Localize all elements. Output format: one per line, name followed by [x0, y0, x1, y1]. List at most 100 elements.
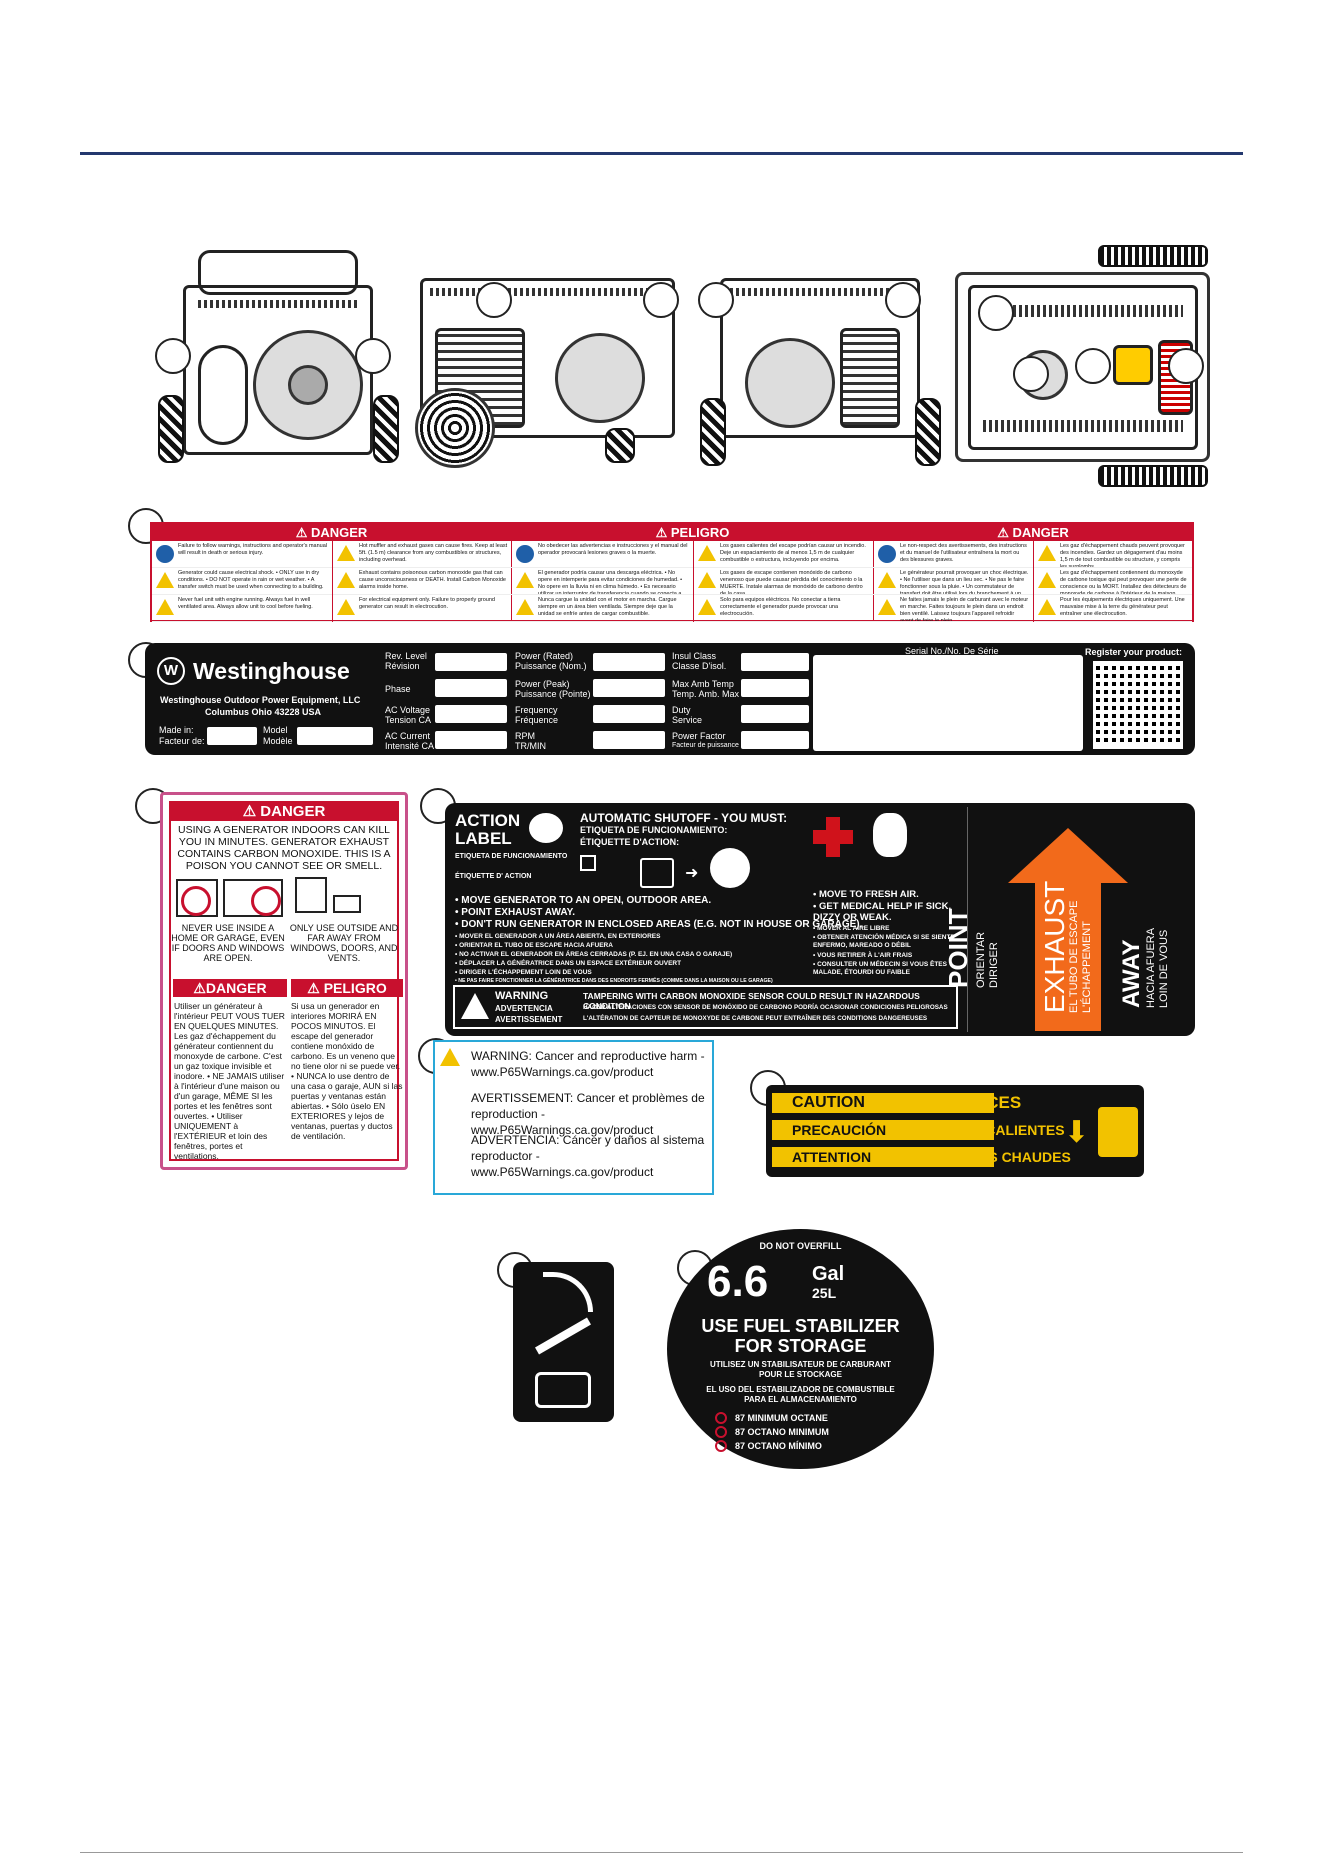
no-hand-icon	[535, 1372, 591, 1408]
westinghouse-logo-icon: W	[157, 657, 185, 685]
co-danger-message: USING A GENERATOR INDOORS CAN KILL YOU I…	[177, 824, 391, 872]
ac-current-box	[435, 731, 507, 749]
fire-warning-icon	[1038, 545, 1056, 561]
es-peligro-header: ⚠ PELIGRO	[291, 979, 403, 997]
ground-warning-icon	[698, 599, 716, 615]
danger-column-english: ⚠ DANGER Failure to follow warnings, ins…	[152, 524, 512, 622]
caution-badge: CAUTION	[772, 1093, 994, 1113]
made-in-box	[207, 727, 257, 745]
rpm-box	[593, 731, 665, 749]
arrow-down-icon: ⬇	[1064, 1116, 1090, 1149]
exhaust-warning-icon	[698, 572, 716, 588]
callout-circle	[885, 282, 921, 318]
serial-box	[813, 655, 1083, 751]
fuel-gallons: 6.6	[707, 1257, 769, 1306]
exhaust-cloud-icon	[710, 848, 750, 888]
exhaust-direction-panel: POINT ORIENTAR DIRIGER EXHAUST EL TUBO D…	[943, 803, 1195, 1036]
model-box	[297, 727, 373, 745]
exhaust-warning-icon	[1038, 572, 1056, 588]
fuel-cap-label: DO NOT OVERFILL 6.6 Gal 25L USE FUEL STA…	[667, 1229, 934, 1469]
exhaust-arrow-icon	[1008, 828, 1128, 883]
point-text: POINT	[943, 908, 973, 988]
danger-column-french: ⚠ DANGER Le non-respect des avertissemen…	[874, 524, 1192, 622]
no-ethanol-icon	[715, 1440, 727, 1452]
callout-circle	[978, 295, 1014, 331]
manual-icon	[516, 545, 534, 563]
ground-warning-icon	[1038, 599, 1056, 615]
arrow-right-icon: ➜	[685, 865, 699, 882]
callout-circle	[698, 282, 734, 318]
footer-rule	[80, 1852, 1243, 1853]
danger-header-fr: ⚠ DANGER	[874, 524, 1192, 541]
manual-icon	[878, 545, 896, 563]
hot-surfaces-caution-label: CAUTION PRECAUCIÓN ATTENTION HOT SURFACE…	[766, 1085, 1144, 1177]
callout-circle	[355, 338, 391, 374]
co-warning-icon	[529, 813, 563, 843]
manual-icon	[156, 545, 174, 563]
dizzy-face-icon	[873, 813, 907, 857]
fuel-warning-icon	[878, 599, 896, 615]
first-aid-cross-icon	[813, 817, 853, 857]
fuel-warning-icon	[156, 599, 174, 615]
power-factor-box	[741, 731, 809, 749]
generator-outside-icon	[333, 895, 361, 913]
register-text: Register your product:	[1085, 647, 1183, 657]
choke-lever-icon	[535, 1317, 591, 1355]
sensor-warning-bar: WARNING ADVERTENCIA AVERTISSEMENT TAMPER…	[453, 985, 958, 1029]
no-indoor-icon	[181, 886, 211, 916]
no-ethanol-icon	[715, 1412, 727, 1424]
shock-warning-icon	[516, 572, 534, 588]
curved-arrow-icon	[543, 1272, 593, 1312]
no-garage-icon	[251, 886, 281, 916]
fuel-warning-icon	[516, 599, 534, 615]
insul-class-box	[741, 653, 809, 671]
warning-triangle-icon	[440, 1048, 460, 1066]
fr-text: Utiliser un générateur à l'intérieur PEU…	[174, 1001, 285, 1161]
only-text: ONLY USE OUTSIDE AND FAR AWAY FROM WINDO…	[289, 923, 399, 963]
serial-title: Serial No./No. De Série	[905, 646, 999, 656]
callout-circle	[1013, 356, 1049, 392]
fr-danger-header: ⚠DANGER	[173, 979, 287, 997]
peligro-header: ⚠ PELIGRO	[512, 524, 873, 541]
action-label: ACTION LABEL ETIQUETA DE FUNCIONAMIENTO …	[445, 803, 1195, 1036]
callout-circle	[1075, 348, 1111, 384]
choke-label	[513, 1262, 614, 1422]
danger-header: ⚠ DANGER	[152, 524, 511, 541]
co-danger-header: ⚠ DANGER	[171, 803, 397, 821]
frequency-box	[593, 705, 665, 723]
house-icon	[580, 855, 596, 871]
rating-plate: W Westinghouse Westinghouse Outdoor Powe…	[145, 643, 1195, 755]
callout-circle	[1168, 348, 1204, 384]
prop65-warning-label: WARNING: Cancer and reproductive harm - …	[433, 1040, 714, 1195]
ground-warning-icon	[337, 599, 355, 615]
co-danger-label: ⚠ DANGER USING A GENERATOR INDOORS CAN K…	[160, 792, 408, 1170]
callout-circle	[643, 282, 679, 318]
phase-box	[435, 679, 507, 697]
callout-circle	[155, 338, 191, 374]
attention-badge: ATTENTION	[772, 1147, 994, 1167]
brand-name: Westinghouse	[193, 658, 350, 684]
qr-code-icon	[1093, 661, 1183, 749]
hot-hand-icon	[1098, 1107, 1138, 1157]
max-temp-box	[741, 679, 809, 697]
shock-warning-icon	[156, 572, 174, 588]
duty-box	[741, 705, 809, 723]
fire-warning-icon	[698, 545, 716, 561]
exhaust-arrow-body	[1035, 881, 1101, 1031]
outside-house-icon	[295, 877, 327, 913]
company-name: Westinghouse Outdoor Power Equipment, LL…	[160, 695, 361, 705]
header-rule	[80, 152, 1243, 155]
danger-warning-band: ⚠ DANGER Failure to follow warnings, ins…	[150, 522, 1194, 622]
away-text: AWAY	[1118, 939, 1145, 1008]
rev-level-box	[435, 653, 507, 671]
precaucion-badge: PRECAUCIÓN	[772, 1120, 994, 1140]
warning-triangle-icon	[461, 993, 489, 1019]
exhaust-warning-icon	[337, 572, 355, 588]
danger-column-spanish: ⚠ PELIGRO No obedecer las advertencias e…	[512, 524, 874, 622]
generator-icon	[640, 858, 674, 888]
ac-voltage-box	[435, 705, 507, 723]
company-city: Columbus Ohio 43228 USA	[205, 707, 322, 717]
never-text: NEVER USE INSIDE A HOME OR GARAGE, EVEN …	[171, 923, 285, 963]
callout-circle	[476, 282, 512, 318]
no-ethanol-icon	[715, 1426, 727, 1438]
